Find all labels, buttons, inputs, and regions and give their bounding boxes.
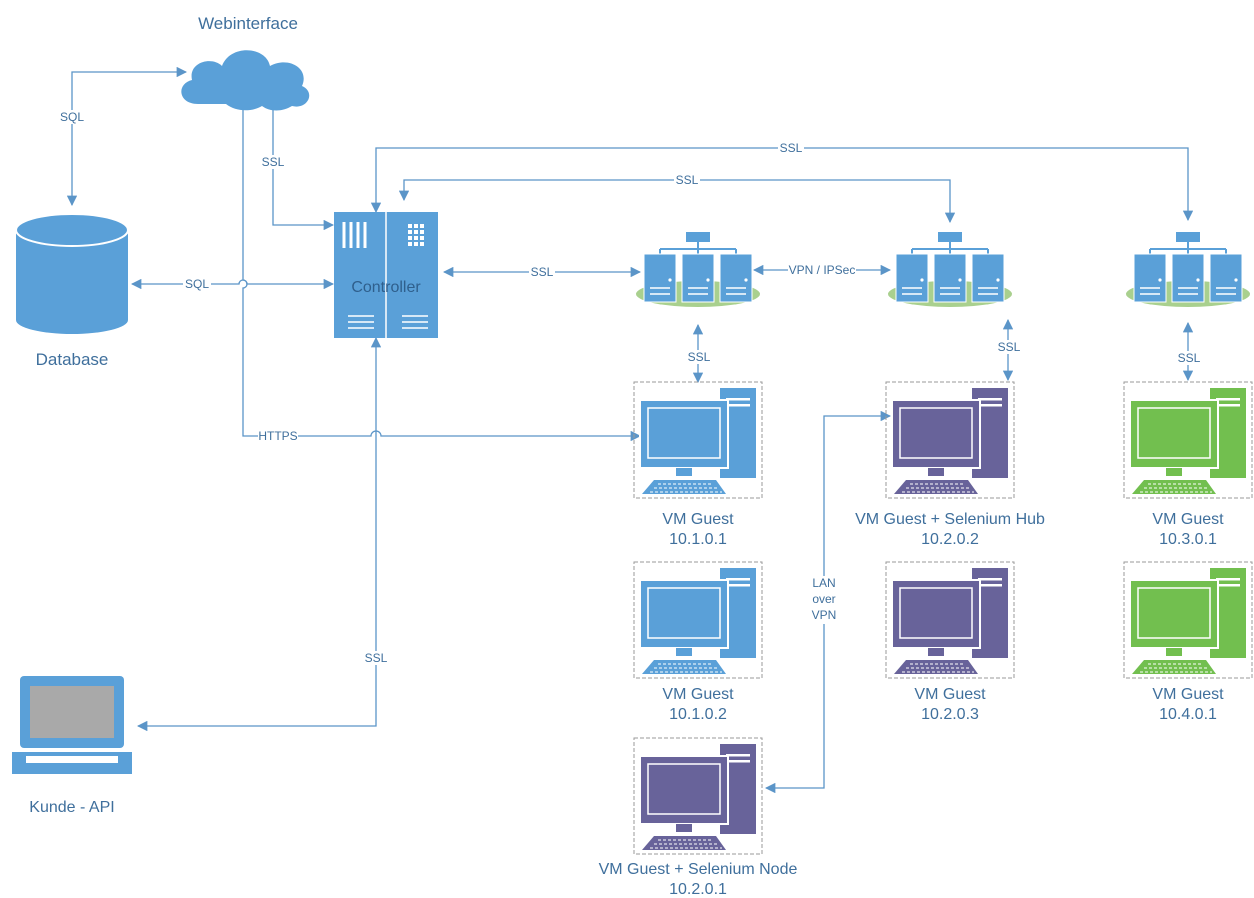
edge-label-text: SSL (1178, 351, 1201, 365)
edge-label-controller-db: SQL (183, 277, 211, 291)
kunde-api-node: Kunde - API (12, 676, 132, 816)
vm-10-1-0-1: VM Guest 10.1.0.1 (633, 381, 763, 548)
vm-ip-label: 10.4.0.1 (1159, 706, 1217, 723)
workstation-icon (885, 561, 1015, 679)
edge-label-controller-cluster1: SSL (529, 265, 555, 279)
edge-label-text: SQL (60, 110, 84, 124)
edge-label-web-controller: SSL (260, 155, 286, 169)
laptop-icon (12, 676, 132, 774)
vm-name-label: VM Guest (1152, 686, 1224, 703)
vm-10-3-0-1: VM Guest 10.3.0.1 (1123, 381, 1253, 548)
edge-controller-cluster3 (370, 147, 1194, 222)
vm-name-label: VM Guest + Selenium Hub (855, 511, 1045, 528)
vm-name-label: VM Guest (1152, 511, 1224, 528)
vm-10-2-0-1: VM Guest + Selenium Node 10.2.0.1 (599, 737, 798, 898)
edge-label-text: over (812, 592, 835, 606)
workstation-icon (633, 381, 763, 499)
server-cluster-3 (1125, 231, 1251, 308)
edge-label-controller-cluster3: SSL (778, 141, 804, 155)
edge-web-controller (272, 106, 335, 231)
workstation-icon (633, 737, 763, 855)
vm-10-2-0-3: VM Guest 10.2.0.3 (885, 561, 1015, 723)
edge-label-text: SSL (262, 155, 285, 169)
controller-label: Controller (351, 279, 421, 296)
edge-label-text: VPN / IPSec (789, 263, 856, 277)
edge-label-lan-over-vpn: LAN over VPN (806, 576, 842, 624)
edge-label-text: SSL (365, 651, 388, 665)
workstation-icon (1123, 561, 1253, 679)
edge-label-text: SQL (185, 277, 209, 291)
webinterface-label: Webinterface (198, 14, 298, 33)
edge-controller-kunde (136, 336, 382, 732)
edge-label-cluster1-vm: SSL (686, 350, 712, 364)
server-cluster-1 (635, 231, 761, 308)
edge-web-db (66, 66, 188, 207)
server-cluster-icon (1125, 231, 1251, 308)
cloud-icon (181, 50, 310, 111)
workstation-icon (885, 381, 1015, 499)
vm-ip-label: 10.1.0.1 (669, 531, 727, 548)
vm-ip-label: 10.3.0.1 (1159, 531, 1217, 548)
database-node: Database (15, 213, 129, 369)
edge-label-text: VPN (812, 608, 837, 622)
database-label: Database (36, 350, 109, 369)
controller-node: Controller (334, 212, 438, 338)
edge-label-web-vm: HTTPS (258, 429, 298, 443)
vm-ip-label: 10.2.0.2 (921, 531, 979, 548)
server-cluster-icon (887, 231, 1013, 308)
edge-controller-db (130, 278, 335, 290)
edge-label-text: SSL (998, 340, 1021, 354)
database-icon (15, 213, 129, 334)
edge-label-controller-cluster2: SSL (674, 173, 700, 187)
edge-label-controller-kunde: SSL (363, 651, 389, 665)
vm-10-4-0-1: VM Guest 10.4.0.1 (1123, 561, 1253, 723)
webinterface-node: Webinterface (181, 14, 310, 111)
server-cluster-icon (635, 231, 761, 308)
vm-ip-label: 10.1.0.2 (669, 706, 727, 723)
edge-label-cluster2-vm: SSL (996, 340, 1022, 354)
edge-label-text: SSL (676, 173, 699, 187)
edge-label-text: SSL (688, 350, 711, 364)
edge-label-cluster3-vm: SSL (1176, 351, 1202, 365)
edge-label-web-db: SQL (58, 110, 86, 124)
vm-name-label: VM Guest (914, 686, 986, 703)
kunde-api-label: Kunde - API (29, 799, 114, 816)
edge-label-text: LAN (812, 576, 835, 590)
vm-name-label: VM Guest (662, 511, 734, 528)
vm-ip-label: 10.2.0.3 (921, 706, 979, 723)
edge-label-vpn: VPN / IPSec (788, 263, 856, 277)
server-rack-icon (334, 212, 438, 338)
vm-10-2-0-2: VM Guest + Selenium Hub 10.2.0.2 (855, 381, 1045, 548)
vm-name-label: VM Guest (662, 686, 734, 703)
edge-label-text: HTTPS (258, 429, 297, 443)
edge-label-text: SSL (531, 265, 554, 279)
vm-name-label: VM Guest + Selenium Node (599, 861, 798, 878)
vm-10-1-0-2: VM Guest 10.1.0.2 (633, 561, 763, 723)
vm-ip-label: 10.2.0.1 (669, 881, 727, 898)
workstation-icon (633, 561, 763, 679)
workstation-icon (1123, 381, 1253, 499)
edge-label-text: SSL (780, 141, 803, 155)
server-cluster-2 (887, 231, 1013, 308)
